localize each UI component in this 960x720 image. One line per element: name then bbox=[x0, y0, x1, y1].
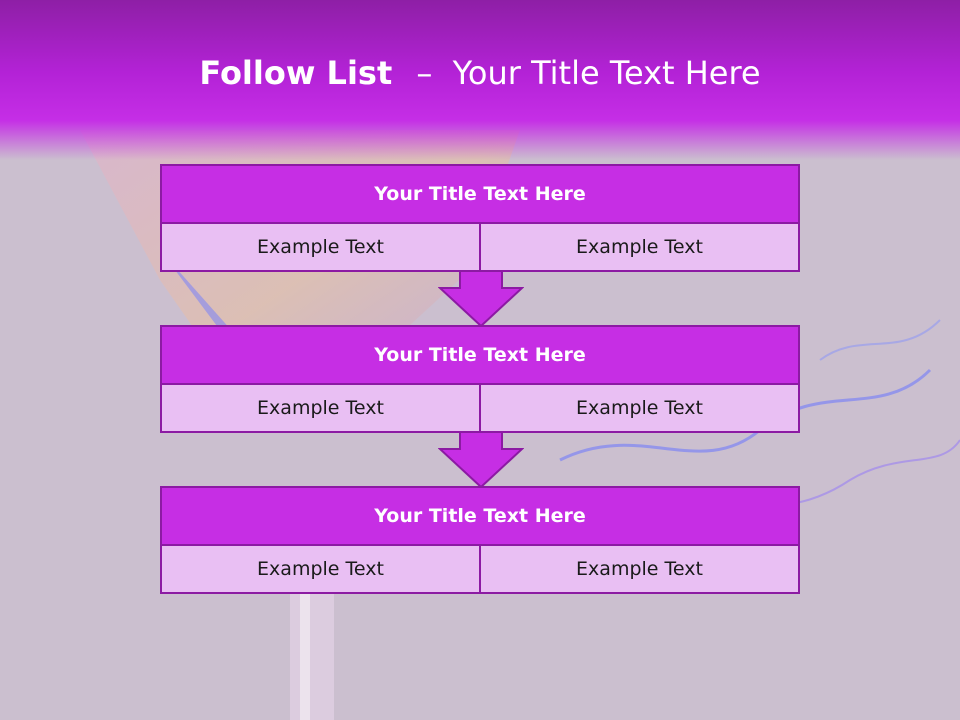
step-cell-right: Example Text bbox=[479, 224, 798, 270]
slide-header bbox=[0, 0, 960, 160]
step-cell-left: Example Text bbox=[257, 558, 384, 580]
step-title: Your Title Text Here bbox=[162, 488, 798, 546]
step-block-1: Your Title Text Here Example Text Exampl… bbox=[160, 164, 800, 272]
title-bold: Follow List bbox=[199, 54, 393, 92]
step-title: Your Title Text Here bbox=[162, 327, 798, 385]
step-cell-right: Example Text bbox=[479, 546, 798, 592]
step-row: Example Text Example Text bbox=[162, 546, 798, 592]
step-row: Example Text Example Text bbox=[162, 385, 798, 431]
step-title: Your Title Text Here bbox=[162, 166, 798, 224]
slide-title: Follow List – Your Title Text Here bbox=[0, 54, 960, 92]
step-cell-left: Example Text bbox=[257, 397, 384, 419]
title-rest: Your Title Text Here bbox=[452, 54, 761, 92]
step-row: Example Text Example Text bbox=[162, 224, 798, 270]
step-block-2: Your Title Text Here Example Text Exampl… bbox=[160, 325, 800, 433]
step-block-3: Your Title Text Here Example Text Exampl… bbox=[160, 486, 800, 594]
step-cell-right: Example Text bbox=[479, 385, 798, 431]
down-arrow-icon bbox=[438, 270, 524, 328]
step-cell-left: Example Text bbox=[257, 236, 384, 258]
title-separator: – bbox=[416, 54, 433, 92]
down-arrow-icon bbox=[438, 431, 524, 489]
